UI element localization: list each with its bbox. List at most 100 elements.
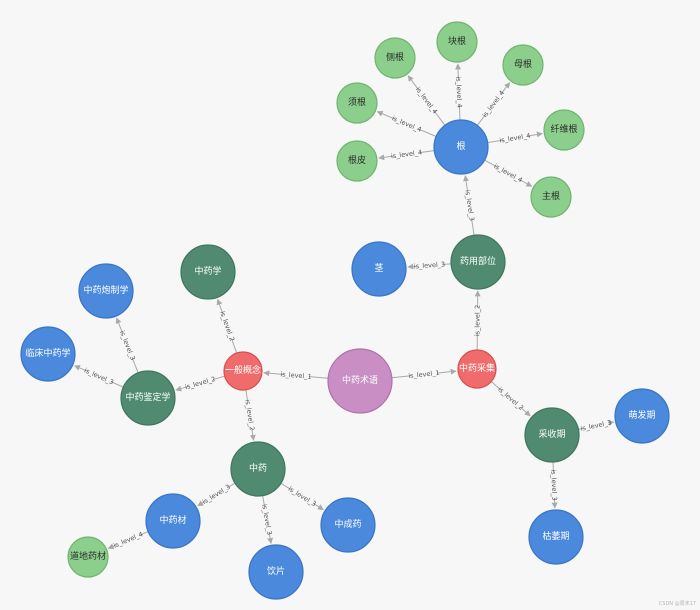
node-label: 中药材 [159,514,186,526]
node-zy[interactable]: 中药 [230,441,286,497]
node-zyc[interactable]: 中药材 [145,493,201,549]
node-label: 母根 [514,58,532,70]
edge-label-bg [463,192,476,219]
node-circle[interactable] [528,509,584,565]
node-label: 根 [456,140,465,152]
node-circle[interactable] [614,388,670,444]
node-zhugen[interactable]: 主根 [530,176,572,218]
edge-label-bg [85,367,113,386]
node-label: 一般概念 [225,364,261,376]
node-cegen[interactable]: 侧根 [374,37,416,79]
node-kuaigen[interactable]: 块根 [436,21,478,63]
edge-label-group: is_level_4 [390,148,422,160]
node-circle[interactable] [530,176,572,218]
node-genpi[interactable]: 根皮 [336,140,378,182]
node-label: 中药学 [194,265,221,277]
node-label: 根皮 [348,154,366,166]
node-circle[interactable] [502,44,544,86]
watermark: CSDN @周末17 [658,601,696,607]
edge-label: is_level_4 [499,132,531,145]
edge-label-group: is_level_4 [454,76,463,108]
edge-label: is_level_4 [493,162,524,184]
node-circle[interactable] [327,348,393,414]
edge-label-group: is_level_3 [287,485,318,508]
node-circle[interactable] [351,241,407,297]
edge-label-group: is_level_3 [414,260,446,270]
node-zyjd[interactable]: 中药鉴定学 [120,370,176,426]
edge-label-group: is_level_4 [391,114,423,134]
edge-label-bg [186,375,214,391]
edge-label: is_level_2 [496,385,525,412]
edge-label: is_level_3 [260,503,273,535]
edge-label-bg [243,401,256,429]
node-circle[interactable] [320,497,376,553]
node-ddyc[interactable]: 道地药材 [67,536,109,578]
edge-label-group: is_level_4 [493,162,524,184]
node-circle[interactable] [433,119,489,175]
edge-label: is_level_3 [201,483,232,506]
node-circle[interactable] [145,493,201,549]
edge-label-bg [415,87,438,114]
edge-label: is_level_3 [287,485,318,508]
node-xwgen[interactable]: 纤维根 [543,109,585,151]
node-yp[interactable]: 饮片 [248,544,304,600]
edge-label: is_level_1 [280,370,312,381]
node-circle[interactable] [248,544,304,600]
node-xugen[interactable]: 须根 [336,82,378,124]
node-circle[interactable] [120,370,176,426]
node-zyzz[interactable]: 中药炮制学 [78,263,134,319]
node-circle[interactable] [223,351,263,391]
node-root[interactable]: 中药术语 [327,348,393,414]
node-jing[interactable]: 茎 [351,241,407,297]
node-zycj[interactable]: 中药采集 [457,349,497,389]
edge-label: is_level_3 [463,189,475,221]
node-lczy[interactable]: 临床中药学 [20,326,76,382]
edge-label: is_level_4 [414,86,439,116]
node-label: 块根 [448,35,466,47]
node-circle[interactable] [436,21,478,63]
edge-label-bg [454,78,464,106]
edge-label: is_level_2 [243,399,256,431]
node-mugen[interactable]: 母根 [502,44,544,86]
node-yybw[interactable]: 药用部位 [450,234,506,290]
node-circle[interactable] [180,244,236,300]
node-circle[interactable] [457,349,497,389]
node-circle[interactable] [524,407,580,463]
edges-layer [73,63,615,550]
edge-label: is_level_4 [481,89,506,119]
node-label: 采收期 [538,428,565,440]
node-circle[interactable] [336,82,378,124]
edge-label-bg [260,506,274,534]
node-label: 须根 [348,96,366,108]
node-gn[interactable]: 一般概念 [223,351,263,391]
node-circle[interactable] [20,326,76,382]
node-circle[interactable] [374,37,416,79]
node-circle[interactable] [230,441,286,497]
node-mfq[interactable]: 萌发期 [614,388,670,444]
node-circle[interactable] [67,536,109,578]
node-gen[interactable]: 根 [433,119,489,175]
edge-label-group: is_level_3 [580,419,612,433]
node-label: 中药术语 [342,374,378,386]
node-circle[interactable] [336,140,378,182]
edge-label-bg [416,260,443,271]
node-circle[interactable] [78,263,134,319]
edge-label: is_level_4 [390,148,422,160]
node-zcy[interactable]: 中成药 [320,497,376,553]
edge-label-bg [410,369,438,380]
node-zyx[interactable]: 中药学 [180,244,236,300]
node-circle[interactable] [450,234,506,290]
edge-label-group: is_level_3 [201,483,232,506]
edge-label-bg [501,132,529,145]
edge-label: is_level_3 [414,260,446,270]
node-kwq[interactable]: 枯萎期 [528,509,584,565]
node-cjq[interactable]: 采收期 [524,407,580,463]
node-circle[interactable] [543,109,585,151]
node-label: 中药炮制学 [83,284,128,296]
edge-label-bg [549,471,559,499]
node-label: 主根 [542,190,560,202]
node-label: 萌发期 [628,409,655,421]
edge-label-bg [393,148,420,161]
edge-label-group: is_level_4 [499,132,531,145]
edge-label-group: is_level_1 [280,370,312,381]
